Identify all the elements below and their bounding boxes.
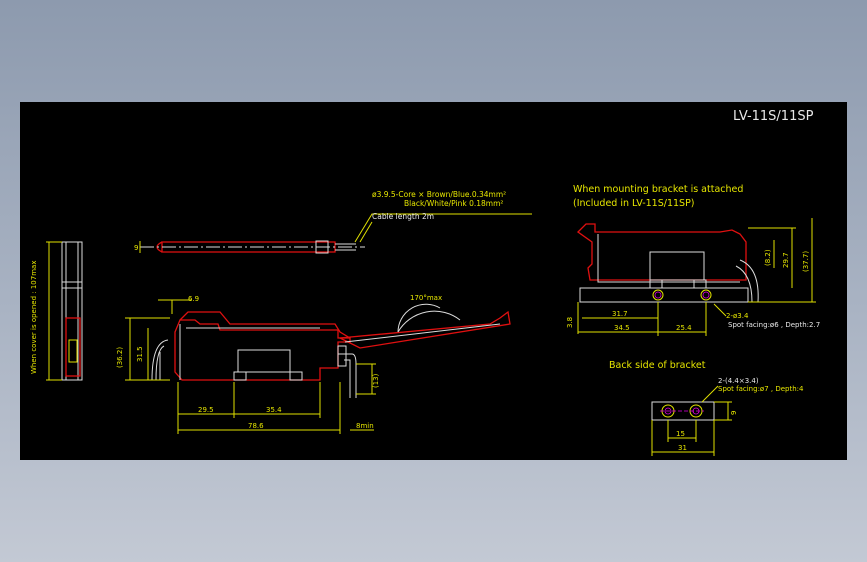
dim-left-small: 3.8 xyxy=(566,317,574,328)
dim-right-height: (13) xyxy=(372,373,380,388)
cover-open-note: When cover is opened : 107max xyxy=(30,261,38,374)
dim-h3: (37.7) xyxy=(802,251,810,272)
dim-d3: 25.4 xyxy=(676,324,692,332)
cable-length-label: Cable length 2m xyxy=(372,212,434,221)
dim-bend: 8min xyxy=(356,422,374,430)
angle-label: 170°max xyxy=(410,294,442,302)
back-spot-note: Spot facing:ø7 , Depth:4 xyxy=(718,385,804,393)
dim-height-outer: (36.2) xyxy=(116,347,124,368)
back-view: 2-(4.4×3.4) Spot facing:ø7 , Depth:4 15 … xyxy=(651,377,804,456)
cable-dia-dim: 9 xyxy=(134,244,138,252)
drawing-title: LV-11S/11SP xyxy=(733,109,814,124)
dim-h2: 29.7 xyxy=(782,252,790,268)
cad-drawing-viewport: LV-11S/11SP When cover is opened : 107ma… xyxy=(20,102,847,460)
bracket-hole-note: 2-ø3.4 xyxy=(726,312,749,320)
cover-side-view: When cover is opened : 107max xyxy=(30,241,83,381)
dim-height: 31.5 xyxy=(136,346,144,362)
cad-drawing: LV-11S/11SP When cover is opened : 107ma… xyxy=(30,109,820,456)
dim-h1: (8.2) xyxy=(764,249,772,266)
dim-overall: 78.6 xyxy=(248,422,264,430)
back-view-title: Back side of bracket xyxy=(609,360,706,371)
bracket-view xyxy=(576,223,759,303)
bracket-title-2: (Included in LV-11S/11SP) xyxy=(573,198,695,209)
bracket-title-1: When mounting bracket is attached xyxy=(573,184,743,195)
front-view: 170°max xyxy=(151,294,511,398)
top-view: 9 xyxy=(134,213,532,254)
front-view-dims: 6.9 (36.2) 31.5 29.5 35.4 78.6 (13) 8min xyxy=(116,295,380,434)
back-hole-note: 2-(4.4×3.4) xyxy=(718,377,759,385)
dim-top-offset: 6.9 xyxy=(188,295,199,303)
cable-spec-line2: Black/White/Pink 0.18mm² xyxy=(404,199,503,208)
back-dim-width: 31 xyxy=(678,444,687,452)
bracket-view-dims: 31.7 34.5 25.4 3.8 (8.2) 29.7 (37.7) 2-ø… xyxy=(566,218,820,336)
back-dim-pitch: 15 xyxy=(676,430,685,438)
bracket-spot-note: Spot facing:ø6 , Depth:2.7 xyxy=(728,321,820,329)
dim-d1: 31.7 xyxy=(612,310,628,318)
dim-width-b: 35.4 xyxy=(266,406,282,414)
back-dim-height: 9 xyxy=(730,411,738,415)
dim-width-a: 29.5 xyxy=(198,406,214,414)
cable-spec-line1: ø3.9.5-Core × Brown/Blue.0.34mm² xyxy=(372,190,506,199)
dim-d2: 34.5 xyxy=(614,324,630,332)
